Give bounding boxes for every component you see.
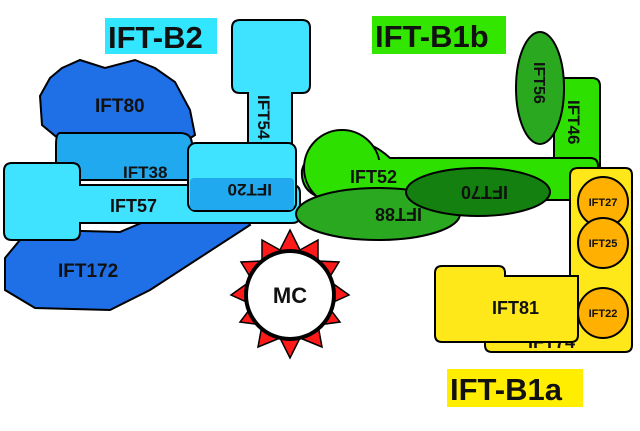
group-ift-b2-label: IFT-B2 bbox=[108, 20, 203, 55]
ift38-subunit: IFT38 bbox=[55, 132, 193, 182]
mc-label: MC bbox=[273, 283, 307, 308]
ift20-subunit: IFT20 bbox=[187, 142, 297, 212]
group-ift-b1a: IFT-B1a bbox=[447, 369, 583, 407]
ift57-subunit: IFT57 bbox=[3, 162, 301, 241]
ift25-label: IFT25 bbox=[589, 238, 618, 250]
ift22-label: IFT22 bbox=[589, 308, 618, 320]
ift25-subunit: IFT25 bbox=[577, 217, 629, 269]
ift46-label: IFT46 bbox=[564, 100, 583, 144]
ift81-label: IFT81 bbox=[492, 298, 539, 318]
group-ift-b1b-label: IFT-B1b bbox=[375, 19, 489, 54]
mc-complex: MC bbox=[229, 228, 351, 360]
group-ift-b1b: IFT-B1b bbox=[372, 16, 506, 54]
ift52-label: IFT52 bbox=[350, 167, 397, 187]
ift81-subunit: IFT81 bbox=[434, 265, 579, 343]
ift27-subunit: IFT27 bbox=[577, 176, 629, 228]
ift56-label: IFT56 bbox=[530, 62, 547, 104]
ift56-subunit: IFT56 bbox=[515, 31, 565, 145]
ift57-label: IFT57 bbox=[110, 196, 157, 216]
ift27-label: IFT27 bbox=[589, 197, 618, 209]
ift54-label: IFT54 bbox=[254, 95, 273, 140]
ift46-subunit: IFT46 bbox=[553, 77, 601, 184]
ift70-label: IFT70 bbox=[461, 182, 508, 202]
ift38-label: IFT38 bbox=[123, 163, 167, 182]
group-ift-b2: IFT-B2 bbox=[105, 18, 217, 55]
ift88-label: IFT88 bbox=[375, 204, 422, 224]
ift70-subunit: IFT70 bbox=[405, 167, 551, 217]
ift172-label: IFT172 bbox=[58, 261, 118, 282]
group-ift-b1a-label: IFT-B1a bbox=[450, 372, 563, 407]
ift22-subunit: IFT22 bbox=[577, 287, 629, 339]
ift80-label: IFT80 bbox=[95, 96, 145, 117]
ift20-label: IFT20 bbox=[228, 180, 272, 199]
